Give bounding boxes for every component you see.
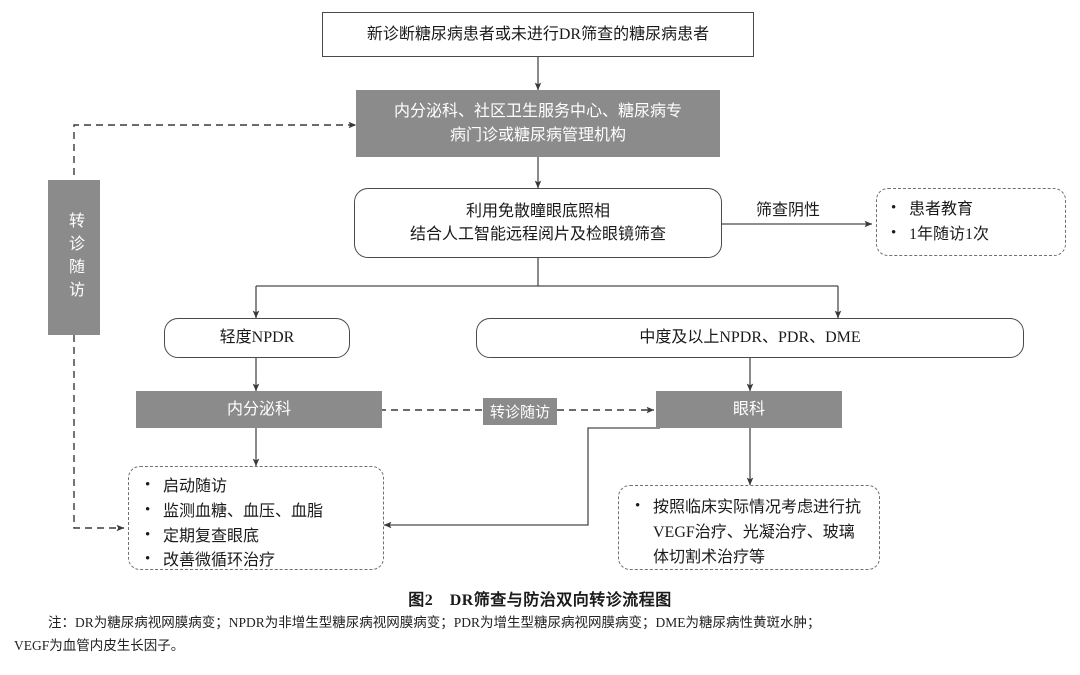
list-item: 按照临床实际情况考虑进行抗VEGF治疗、光凝治疗、玻璃体切割术治疗等 <box>633 495 869 570</box>
node-moderate-plus[interactable]: 中度及以上NPDR、PDR、DME <box>476 318 1024 358</box>
node-ophthalmology[interactable]: 眼科 <box>656 391 842 428</box>
list-item: 监测血糖、血压、血脂 <box>143 499 375 525</box>
node-endocrinology-label: 内分泌科 <box>226 400 291 418</box>
node-screening-line1: 利用免散瞳眼底照相 <box>465 202 610 220</box>
figure-note-line2: VEGF为血管内皮生长因子。 <box>14 637 185 653</box>
list-item: 患者教育 <box>889 197 1055 223</box>
node-moderate-plus-label: 中度及以上NPDR、PDR、DME <box>639 329 861 347</box>
figure-caption: 图2 DR筛查与防治双向转诊流程图 <box>408 592 672 609</box>
node-provider-line2: 病门诊或糖尿病管理机构 <box>449 126 626 144</box>
list-item: 1年随访1次 <box>889 222 1055 248</box>
node-endocrinology-actions[interactable]: 启动随访 监测血糖、血压、血脂 定期复查眼底 改善微循环治疗 <box>128 466 384 571</box>
node-start-label: 新诊断糖尿病患者或未进行DR筛查的糖尿病患者 <box>366 25 710 43</box>
node-screening[interactable]: 利用免散瞳眼底照相 结合人工智能远程阅片及检眼镜筛查 <box>354 188 722 258</box>
list-item: 定期复查眼底 <box>143 524 375 550</box>
endocrinology-actions-list: 启动随访 监测血糖、血压、血脂 定期复查眼底 改善微循环治疗 <box>143 474 375 574</box>
figure-note: 注：DR为糖尿病视网膜病变；NPDR为非增生型糖尿病视网膜病变；PDR为增生型糖… <box>14 612 1068 658</box>
edge-referral-up-to-provider <box>73 121 357 175</box>
node-provider-line1: 内分泌科、社区卫生服务中心、糖尿病专 <box>393 103 682 121</box>
list-item: 启动随访 <box>143 474 375 500</box>
node-referral-vertical-label: 转诊随访 <box>66 211 83 304</box>
node-referral-vertical[interactable]: 转诊随访 <box>48 180 100 335</box>
edge-label-screening-negative: 筛查阴性 <box>756 202 821 219</box>
edge-label-referral-between: 转诊随访 <box>483 398 558 425</box>
node-screening-line2: 结合人工智能远程阅片及检眼镜筛查 <box>409 226 666 243</box>
node-provider[interactable]: 内分泌科、社区卫生服务中心、糖尿病专 病门诊或糖尿病管理机构 <box>356 90 720 157</box>
node-mild-npdr-label: 轻度NPDR <box>219 329 295 347</box>
ophthalmology-actions-list: 按照临床实际情况考虑进行抗VEGF治疗、光凝治疗、玻璃体切割术治疗等 <box>633 495 869 570</box>
node-negative-outcome[interactable]: 患者教育 1年随访1次 <box>876 188 1066 256</box>
figure-note-line1: 注：DR为糖尿病视网膜病变；NPDR为非增生型糖尿病视网膜病变；PDR为增生型糖… <box>48 615 821 630</box>
node-mild-npdr[interactable]: 轻度NPDR <box>164 318 350 358</box>
node-ophthalmology-actions[interactable]: 按照临床实际情况考虑进行抗VEGF治疗、光凝治疗、玻璃体切割术治疗等 <box>618 485 880 570</box>
node-ophthalmology-label: 眼科 <box>732 400 765 418</box>
list-item: 改善微循环治疗 <box>143 548 375 574</box>
negative-outcome-list: 患者教育 1年随访1次 <box>889 197 1055 248</box>
node-start[interactable]: 新诊断糖尿病患者或未进行DR筛查的糖尿病患者 <box>322 12 754 57</box>
node-endocrinology[interactable]: 内分泌科 <box>136 391 382 428</box>
edge-referral-down-to-actions <box>73 335 125 532</box>
